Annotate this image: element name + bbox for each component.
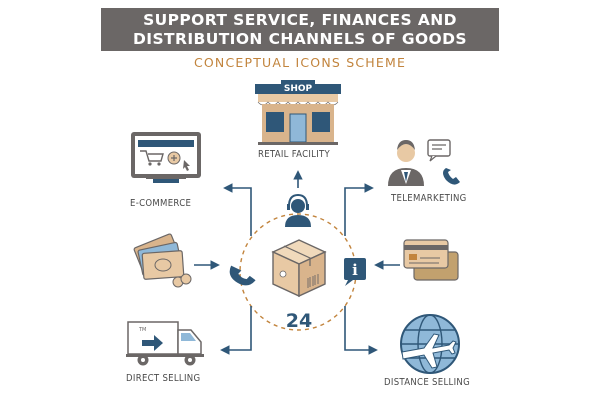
phone-icon [229, 265, 256, 286]
computer-cart-icon [131, 132, 201, 183]
info-glyph: i [352, 261, 358, 279]
headset-icon [285, 193, 311, 227]
title-banner: SUPPORT SERVICE, FINANCES AND DISTRIBUTI… [101, 8, 499, 51]
arrow-to-distance [344, 306, 378, 355]
ecommerce-label: E-COMMERCE [130, 198, 192, 209]
direct-selling-label: DIRECT SELLING [126, 373, 201, 384]
box-icon [271, 239, 327, 298]
arrow-to-telemarketing [344, 183, 374, 236]
credit-card-icon [403, 239, 459, 281]
shop-sign-text: SHOP [284, 84, 313, 94]
operator-phone-icon [388, 139, 460, 186]
title-line-2: DISTRIBUTION CHANNELS OF GOODS [133, 29, 467, 48]
cash-icon [133, 233, 192, 288]
arrow-to-ecommerce [223, 183, 252, 236]
truck-icon: TM [126, 321, 204, 366]
arrow-to-direct [220, 306, 252, 355]
shop-icon: SHOP [255, 80, 341, 145]
subtitle: CONCEPTUAL ICONS SCHEME [193, 55, 407, 70]
telemarketing-label: TELEMARKETING [391, 193, 467, 204]
connector-arrows [194, 170, 400, 355]
svg-text:TM: TM [138, 327, 146, 333]
hours-24-label: 24 [285, 310, 313, 332]
title-line-1: SUPPORT SERVICE, FINANCES AND [143, 10, 457, 29]
globe-plane-icon [400, 314, 460, 374]
distance-selling-label: DISTANCE SELLING [384, 377, 471, 388]
retail-facility-label: RETAIL FACILITY [258, 149, 331, 160]
info-icon: i [344, 258, 366, 286]
